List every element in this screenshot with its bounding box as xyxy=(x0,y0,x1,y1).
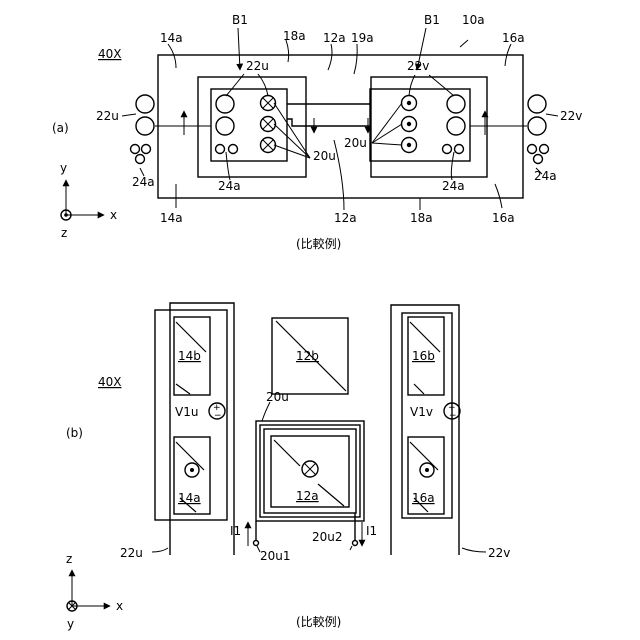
label-10a: 10a xyxy=(462,13,485,27)
conductor-24a-outer xyxy=(528,145,537,154)
conductor-24a-outer xyxy=(534,155,543,164)
label-22u: 22u xyxy=(120,546,143,560)
label-22v: 22v xyxy=(488,546,510,560)
conductor-20u-out-of-page xyxy=(402,117,417,132)
label-i1-left: I1 xyxy=(230,524,241,538)
connector-20u-bottom xyxy=(287,119,370,126)
current-into-page-icon xyxy=(302,461,318,477)
label-24a-inner-left: 24a xyxy=(218,179,241,193)
conductor-24a-outer xyxy=(136,155,145,164)
label-22u-outer: 22u xyxy=(96,109,119,123)
conductor-24a-outer xyxy=(131,145,140,154)
conductor-22v-outer xyxy=(528,117,546,135)
label-22v-outer: 22v xyxy=(560,109,582,123)
conductor-22v-outer xyxy=(528,95,546,113)
conductor-22u-inner xyxy=(216,95,234,113)
figure-a-caption: (比較例) xyxy=(296,236,341,251)
figure-b-label: (b) xyxy=(66,426,83,440)
label-12a: 12a xyxy=(296,489,319,503)
conductor-22v-inner xyxy=(447,95,465,113)
conductor-24a-outer xyxy=(142,145,151,154)
conductor-20u-into-page xyxy=(261,117,276,132)
figure-a-ref-40x: 40X xyxy=(98,47,122,61)
axis-b-y: y xyxy=(67,617,74,631)
svg-text:−: − xyxy=(449,411,457,421)
axis-b-x: x xyxy=(116,599,123,613)
terminal-20u1 xyxy=(254,541,259,546)
label-19a: 19a xyxy=(351,31,374,45)
axis-a-z: z xyxy=(61,226,67,240)
label-16a-top: 16a xyxy=(502,31,525,45)
label-24a-inner-right: 24a xyxy=(442,179,465,193)
label-b1-left: B1 xyxy=(232,13,248,27)
axes-a: y x z xyxy=(60,161,117,240)
label-18a-bottom: 18a xyxy=(410,211,433,225)
figure-b: (b) 40X + − xyxy=(66,303,510,631)
conductor-24a-inner xyxy=(455,145,464,154)
label-16a: 16a xyxy=(412,491,435,505)
conductor-24a-inner xyxy=(229,145,238,154)
label-12a-top: 12a xyxy=(323,31,346,45)
figure-a-label: (a) xyxy=(52,121,69,135)
label-16a-bottom: 16a xyxy=(492,211,515,225)
conductor-20u-out-of-page xyxy=(402,138,417,153)
label-22u-inner: 22u xyxy=(246,59,269,73)
label-12b: 12b xyxy=(296,349,319,363)
label-14a-top: 14a xyxy=(160,31,183,45)
current-out-of-page-icon xyxy=(185,463,199,477)
label-v1v: V1v xyxy=(410,405,433,419)
voltage-source-v1v: + − xyxy=(444,403,460,421)
conductor-20u-into-page xyxy=(261,96,276,111)
label-20u-left: 20u xyxy=(313,149,336,163)
conductor-20u-out-of-page xyxy=(402,96,417,111)
conductor-22u-inner xyxy=(216,117,234,135)
figure-a: (a) 40X xyxy=(52,13,582,251)
label-20u1: 20u1 xyxy=(260,549,291,563)
label-12a-bottom: 12a xyxy=(334,211,357,225)
label-16b: 16b xyxy=(412,349,435,363)
svg-text:−: − xyxy=(214,411,222,421)
label-v1u: V1u xyxy=(175,405,198,419)
label-22v-inner: 22v xyxy=(407,59,429,73)
label-14a-bottom: 14a xyxy=(160,211,183,225)
voltage-source-v1u: + − xyxy=(209,403,225,421)
conductor-22u-outer xyxy=(136,117,154,135)
label-24a-outer-right: 24a xyxy=(534,169,557,183)
label-18a-top: 18a xyxy=(283,29,306,43)
conductor-22u-outer xyxy=(136,95,154,113)
label-24a-outer-left: 24a xyxy=(132,175,155,189)
terminal-20u2 xyxy=(353,541,358,546)
label-20u-right: 20u xyxy=(344,136,367,150)
label-b1-right: B1 xyxy=(424,13,440,27)
conductor-20u-into-page xyxy=(261,138,276,153)
conductor-24a-outer xyxy=(540,145,549,154)
label-14a: 14a xyxy=(178,491,201,505)
conductor-24a-inner xyxy=(443,145,452,154)
axis-b-z: z xyxy=(66,552,72,566)
leg-22u-conductor xyxy=(170,303,234,555)
axis-a-y: y xyxy=(60,161,67,175)
label-i1-right: I1 xyxy=(366,524,377,538)
coil-20u-mid xyxy=(260,425,360,517)
axis-a-x: x xyxy=(110,208,117,222)
figure-b-caption: (比較例) xyxy=(296,614,341,629)
label-20u2: 20u2 xyxy=(312,530,343,544)
conductor-22v-inner xyxy=(447,117,465,135)
label-14b: 14b xyxy=(178,349,201,363)
current-out-of-page-icon xyxy=(420,463,434,477)
figure-b-ref-40x: 40X xyxy=(98,375,122,389)
conductor-24a-inner xyxy=(216,145,225,154)
label-20u: 20u xyxy=(266,390,289,404)
axes-b: z x y xyxy=(66,552,123,631)
